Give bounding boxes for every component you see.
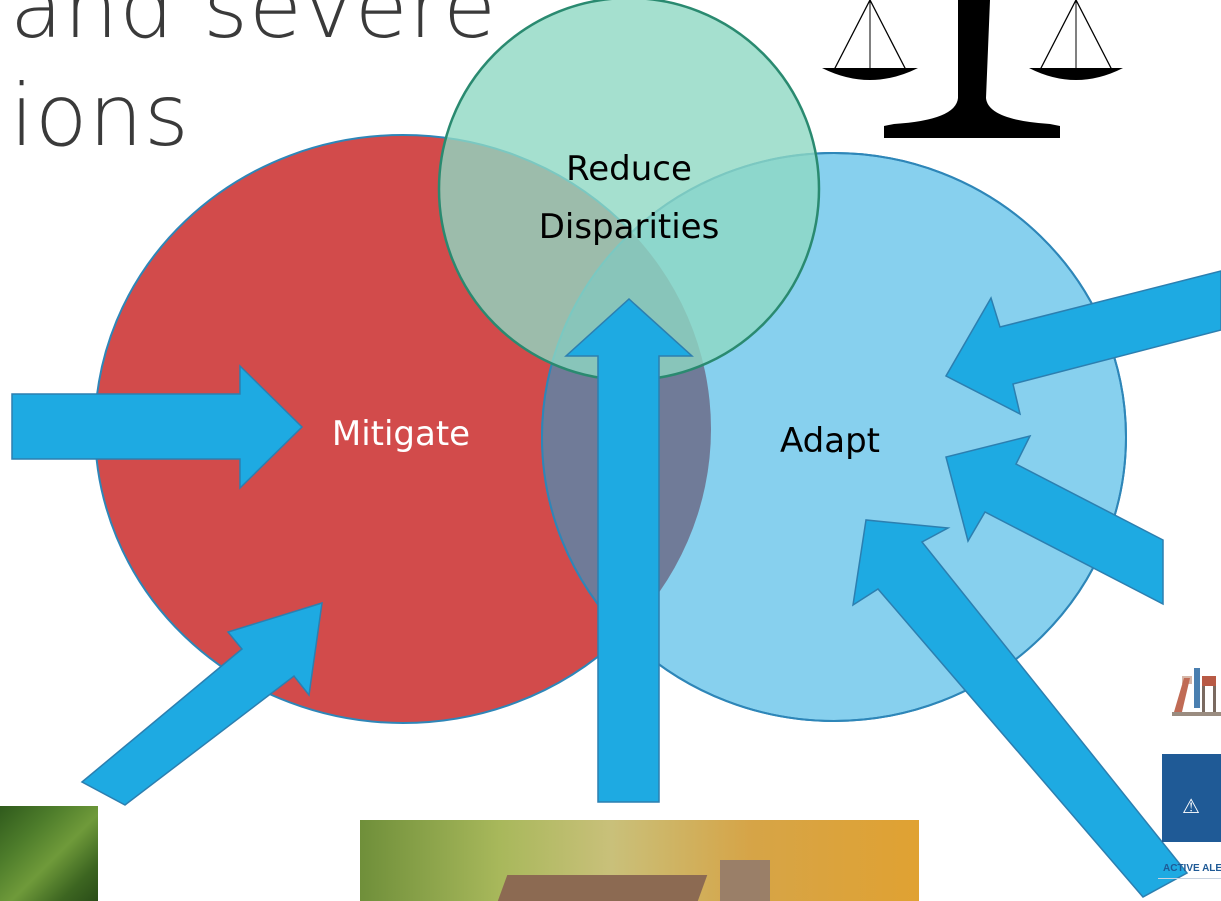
slide-title-line-2: ions xyxy=(10,66,190,166)
arrow-right-to-adapt xyxy=(945,434,1164,606)
reduce-disparities-label-line-2: Disparities xyxy=(539,207,720,247)
slide-title-line-1: and severe xyxy=(10,0,498,58)
arrow-bottom-left-to-mitigate xyxy=(80,601,323,806)
active-alert-label[interactable]: ACTIVE ALEF xyxy=(1163,863,1221,874)
arrow-up-to-reduce xyxy=(564,297,694,803)
warning-triangle-icon: ⚠ xyxy=(1182,794,1200,818)
active-alert-panel[interactable]: ⚠ xyxy=(1162,754,1221,842)
playground-icon xyxy=(1172,668,1221,716)
mitigate-label: Mitigate xyxy=(332,414,470,454)
alert-divider xyxy=(1158,878,1221,879)
balance-scale-icon xyxy=(822,0,1123,138)
house-photo xyxy=(360,820,919,901)
reduce-disparities-label-line-1: Reduce xyxy=(566,149,692,189)
arrow-bottom-right-to-adapt xyxy=(852,519,1189,898)
arrow-left-to-mitigate xyxy=(11,364,304,490)
adapt-label: Adapt xyxy=(780,421,880,461)
arrow-upper-right-to-adapt xyxy=(944,270,1221,416)
trees-photo xyxy=(0,806,98,901)
